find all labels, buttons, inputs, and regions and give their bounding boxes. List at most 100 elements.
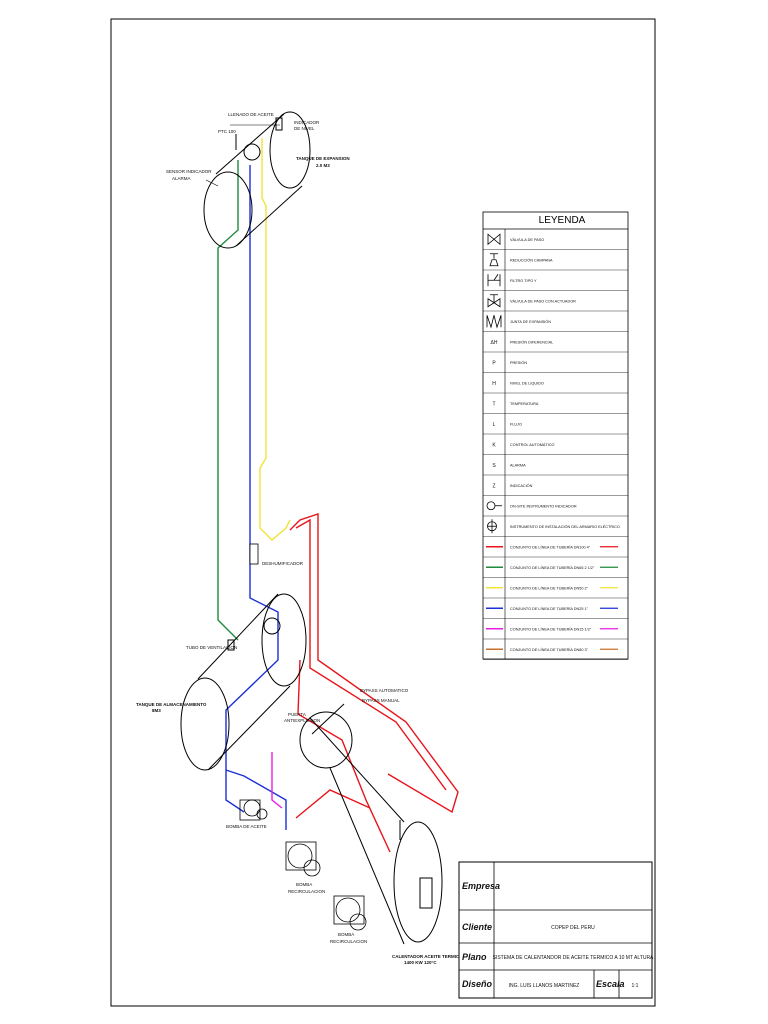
legend-row: L FLUJO [483, 422, 628, 435]
legend-row: P PRESIÓN [483, 360, 628, 373]
label-deshumificador: DESHUMIFICADOR [262, 561, 304, 566]
legend-item-label: CONJUNTO DE LÍNEA DE TUBERÍA DN80 3" [510, 648, 589, 652]
legend-item-label: PRESIÓN [510, 360, 527, 365]
storage-tank [180, 593, 307, 771]
svg-text:L: L [493, 422, 496, 428]
legend-code: P [492, 360, 496, 366]
label-bomba-1-b: RECIRCULACION [288, 889, 325, 894]
legend-title: LEYENDA [539, 215, 586, 226]
plano-label: Plano [462, 952, 487, 962]
legend-item-label: REDUCCIÓN CAMPANA [510, 257, 553, 262]
legend-code: L [493, 422, 496, 428]
pipe-blue [225, 165, 279, 813]
sheet-border [110, 18, 656, 1007]
legend-item-label: JUNTA DE EXPANSIÓN [510, 319, 551, 324]
legend-item-label: NIVEL DE LIQUIDO [510, 381, 544, 385]
pipe-magenta [271, 752, 283, 809]
legend-item-label: CONJUNTO DE LÍNEA DE TUBERÍA DN15 1/2" [510, 627, 592, 631]
svg-text:Z: Z [492, 483, 495, 489]
pipe-red-1 [289, 513, 459, 814]
legend-row: REDUCCIÓN CAMPANA [483, 253, 628, 271]
pump-recirc-2 [333, 895, 367, 931]
plano-value: SISTEMA DE CALENTANDOR DE ACEITE TERMICO… [493, 955, 654, 961]
label-calentador-2: 1400 KW 120°C [404, 960, 437, 965]
legend-row: INSTRUMENTO DE INSTALACIÓN DEL ARMARIO E… [483, 519, 628, 537]
legend-row: T TEMPERATURA [483, 401, 628, 414]
legend-row: VÁLVULA DE PASO CON ACTUADOR [483, 294, 628, 312]
legend-item-label: FLUJO [510, 422, 522, 426]
label-tubo-ventilacion: TUBO DE VENTILACION [186, 645, 237, 650]
empresa-label: Empresa [462, 881, 500, 891]
expansion-tank [203, 111, 311, 249]
instrument-electric-icon [487, 519, 497, 534]
legend: LEYENDA VÁLVULA DE PASO REDUCCIÓN CAMPANA… [482, 211, 629, 660]
escala-value: 1:1 [632, 983, 639, 989]
svg-text:H: H [492, 381, 496, 387]
legend-item-label: CONJUNTO DE LÍNEA DE TUBERÍA DN65 2 1/2" [510, 566, 595, 570]
pipe-red-2 [295, 518, 447, 791]
pipe-green [217, 160, 239, 641]
legend-item-label: INDICACIÓN [510, 483, 533, 488]
actuator-valve-icon [487, 294, 501, 308]
pipe-network [217, 138, 459, 853]
label-ptc: PTC 100 [218, 129, 236, 134]
legend-item-label: FILTRO TIPO Y [510, 279, 537, 283]
svg-text:ΔH: ΔH [491, 340, 498, 346]
legend-item-label: CONJUNTO DE LÍNEA DE TUBERÍA DN100 4" [510, 545, 591, 549]
legend-item-label: CONTROL AUTOMÁTICO [510, 443, 555, 447]
label-tanque-almacenamiento-1: TANQUE DE ALMACENAMIENTO [136, 702, 207, 707]
legend-row: JUNTA DE EXPANSIÓN [483, 315, 628, 332]
svg-text:S: S [492, 463, 496, 469]
cliente-label: Cliente [462, 922, 492, 932]
legend-row: ΔH PRESIÓN DIFERENCIAL [483, 339, 628, 353]
label-indicador-nivel-2: DE NIVEL [294, 126, 315, 131]
pipe-red-4 [295, 789, 371, 819]
cliente-value: COPEP DEL PERU [551, 925, 595, 931]
label-purga-1: PUERTA [288, 712, 306, 717]
label-tanque-expansion-1: TANQUE DE EXPANSION [296, 156, 350, 161]
label-sensor-1: SENSOR INDICADOR [166, 169, 212, 174]
filter-icon [487, 274, 501, 287]
label-tanque-almacenamiento-2: 8M3 [152, 708, 161, 713]
svg-text:P: P [492, 360, 496, 366]
legend-row: CONJUNTO DE LÍNEA DE TUBERÍA DN80 3" [483, 648, 628, 660]
legend-code: H [492, 381, 496, 387]
legend-row: CONJUNTO DE LÍNEA DE TUBERÍA DN65 2 1/2" [483, 566, 628, 578]
legend-row: CONJUNTO DE LÍNEA DE TUBERÍA DN50 2" [483, 586, 628, 599]
label-calentador-1: CALENTADOR ACEITE TERMICO [392, 954, 463, 959]
legend-row: Z INDICACIÓN [483, 483, 628, 496]
thermal-oil-heater [299, 703, 443, 945]
svg-text:T: T [492, 401, 495, 407]
pipe-yellow [259, 138, 291, 541]
legend-item-label: TEMPERATURA [510, 402, 539, 406]
legend-code: Z [492, 483, 495, 489]
legend-item-label: ALARMA [510, 463, 526, 467]
legend-item-label: ON-SITE INSTRUMENTO INDICADOR [510, 504, 577, 508]
legend-item-label: INSTRUMENTO DE INSTALACIÓN DEL ARMARIO E… [510, 524, 620, 529]
label-bypass-2: BYPASS MANUAL [362, 698, 400, 703]
diseno-label: Diseño [462, 979, 493, 989]
legend-row: CONJUNTO DE LÍNEA DE TUBERÍA DN100 4" [483, 545, 628, 558]
escala-label: Escala [596, 979, 625, 989]
legend-code: ΔH [491, 340, 498, 346]
legend-row: H NIVEL DE LIQUIDO [483, 381, 628, 394]
legend-row: CONJUNTO DE LÍNEA DE TUBERÍA DN25 1" [483, 607, 628, 619]
legend-row: VÁLVULA DE PASO [483, 233, 628, 250]
pump-recirc-1 [285, 841, 321, 877]
label-bomba-aceite: BOMBA DE ACEITE [226, 824, 267, 829]
dehumidifier [249, 543, 259, 565]
pump-oil [239, 799, 268, 821]
legend-row: FILTRO TIPO Y [483, 274, 628, 291]
legend-row: S ALARMA [483, 463, 628, 476]
label-bypass-1: BYPASS AUTOMATICO [360, 688, 409, 693]
legend-row: K CONTROL AUTOMÁTICO [483, 442, 628, 455]
legend-item-label: PRESIÓN DIFERENCIAL [510, 339, 553, 344]
pipe-red-3 [297, 659, 391, 853]
legend-rows: VÁLVULA DE PASO REDUCCIÓN CAMPANA FILTRO T… [483, 233, 628, 660]
label-bomba-1-a: BOMBA [296, 882, 312, 887]
legend-code: S [492, 463, 496, 469]
svg-text:K: K [492, 442, 496, 448]
label-tanque-expansion-2: 2.0 M3 [316, 163, 330, 168]
legend-item-label: VÁLVULA DE PASO CON ACTUADOR [510, 299, 576, 303]
